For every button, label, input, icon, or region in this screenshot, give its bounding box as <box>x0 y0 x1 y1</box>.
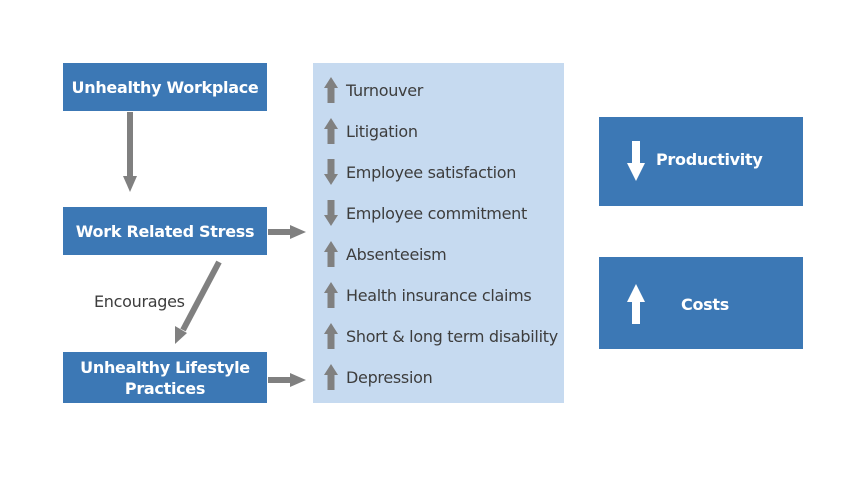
down-arrow-icon <box>324 200 338 226</box>
outcome-label: Depression <box>346 367 433 387</box>
outcome-item: Employee satisfaction <box>323 157 516 187</box>
unhealthy-workplace-label: Unhealthy Workplace <box>71 77 259 97</box>
up-arrow-icon <box>324 323 338 349</box>
up-arrow-icon <box>324 118 338 144</box>
outcome-label: Employee commitment <box>346 203 527 223</box>
arrow-stress-to-lifestyle <box>175 260 222 344</box>
down-arrow-icon <box>627 141 645 181</box>
up-arrow-icon <box>324 364 338 390</box>
outcome-item: Absenteeism <box>323 239 447 269</box>
up-arrow-icon <box>627 284 645 324</box>
unhealthy-lifestyle-label-line1: Unhealthy Lifestyle <box>80 357 250 377</box>
up-arrow-icon <box>324 282 338 308</box>
outcome-label: Short & long term disability <box>346 326 558 346</box>
costs-label: Costs <box>681 295 729 314</box>
up-arrow-icon <box>324 77 338 103</box>
up-arrow-icon <box>324 241 338 267</box>
down-arrow-icon <box>324 159 338 185</box>
outcome-item: Short & long term disability <box>323 321 558 351</box>
outcome-item: Health insurance claims <box>323 280 532 310</box>
outcome-item: Depression <box>323 362 433 392</box>
productivity-label: Productivity <box>656 150 763 169</box>
arrow-lifestyle-to-outcomes <box>268 373 306 387</box>
work-related-stress-box: Work Related Stress <box>63 207 267 255</box>
outcome-item: Turnouver <box>323 75 423 105</box>
outcome-item: Litigation <box>323 116 418 146</box>
unhealthy-lifestyle-label-line2: Practices <box>124 378 206 398</box>
outcome-label: Absenteeism <box>346 244 447 264</box>
work-related-stress-label: Work Related Stress <box>75 221 255 241</box>
unhealthy-workplace-box: Unhealthy Workplace <box>63 63 267 111</box>
outcome-label: Employee satisfaction <box>346 162 517 182</box>
unhealthy-lifestyle-box: Unhealthy Lifestyle Practices <box>63 352 267 403</box>
outcome-item: Employee commitment <box>323 198 527 228</box>
outcome-label: Turnouver <box>346 80 424 100</box>
arrow-workplace-to-stress <box>123 112 137 192</box>
outcome-label: Litigation <box>346 121 418 141</box>
outcome-label: Health insurance claims <box>346 285 532 305</box>
encourages-label: Encourages <box>94 292 185 311</box>
arrow-stress-to-outcomes <box>268 225 306 239</box>
